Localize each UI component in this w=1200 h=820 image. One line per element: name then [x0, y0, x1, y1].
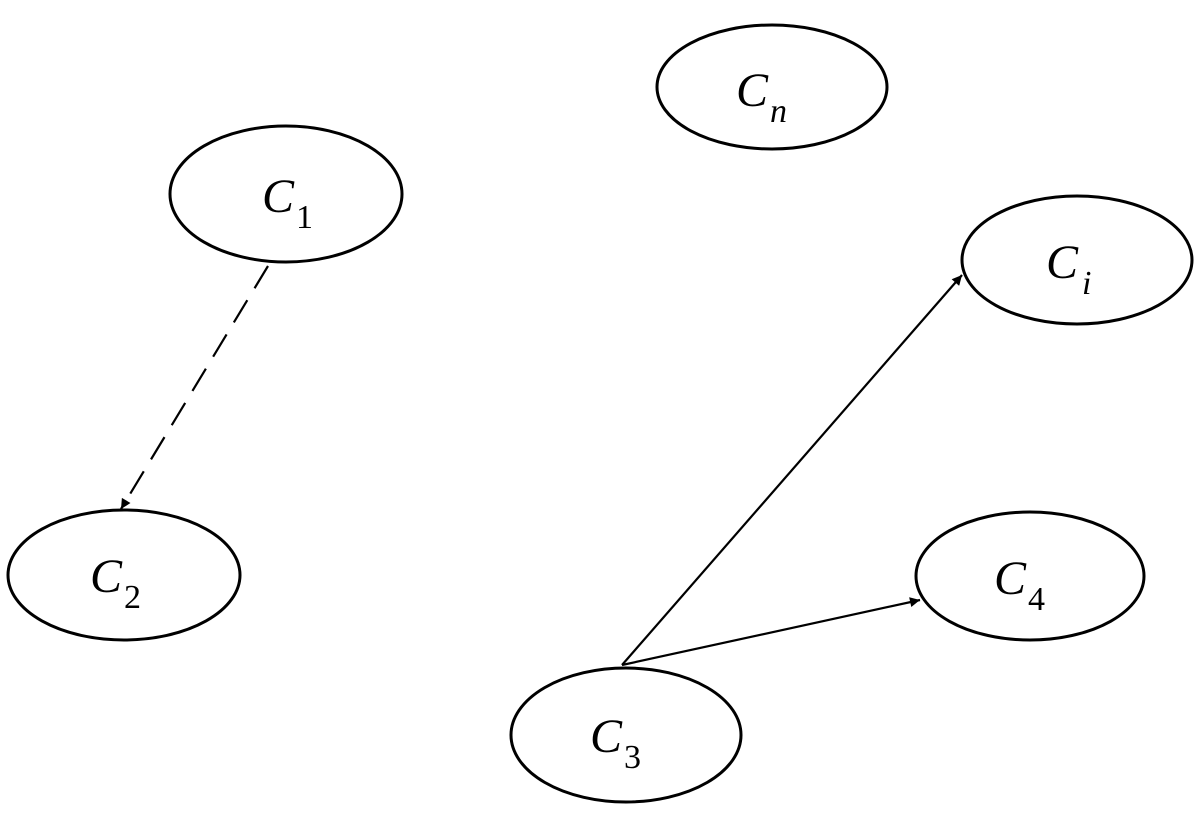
node-c3-label: C3 [590, 710, 641, 776]
edge-c3-to-ci [621, 274, 963, 666]
node-c1-label: C1 [262, 170, 313, 236]
node-c3-ellipse [509, 666, 743, 804]
node-ci-ellipse [960, 194, 1194, 326]
node-c2-ellipse [6, 508, 242, 642]
edge-c1-to-c2 [120, 265, 269, 510]
node-c4-ellipse [914, 510, 1146, 642]
node-c4: C4 [914, 510, 1146, 642]
node-c3: C3 [509, 666, 743, 804]
node-c2-label: C2 [90, 550, 141, 616]
node-cn-label: Cn [736, 64, 787, 130]
edge-c3-to-c4 [621, 597, 921, 667]
node-cn: Cn [655, 23, 889, 151]
node-c1: C1 [168, 124, 404, 264]
node-c1-ellipse [168, 124, 404, 264]
node-c2: C2 [6, 508, 242, 642]
node-c4-label: C4 [994, 552, 1045, 618]
node-cn-ellipse [655, 23, 889, 151]
